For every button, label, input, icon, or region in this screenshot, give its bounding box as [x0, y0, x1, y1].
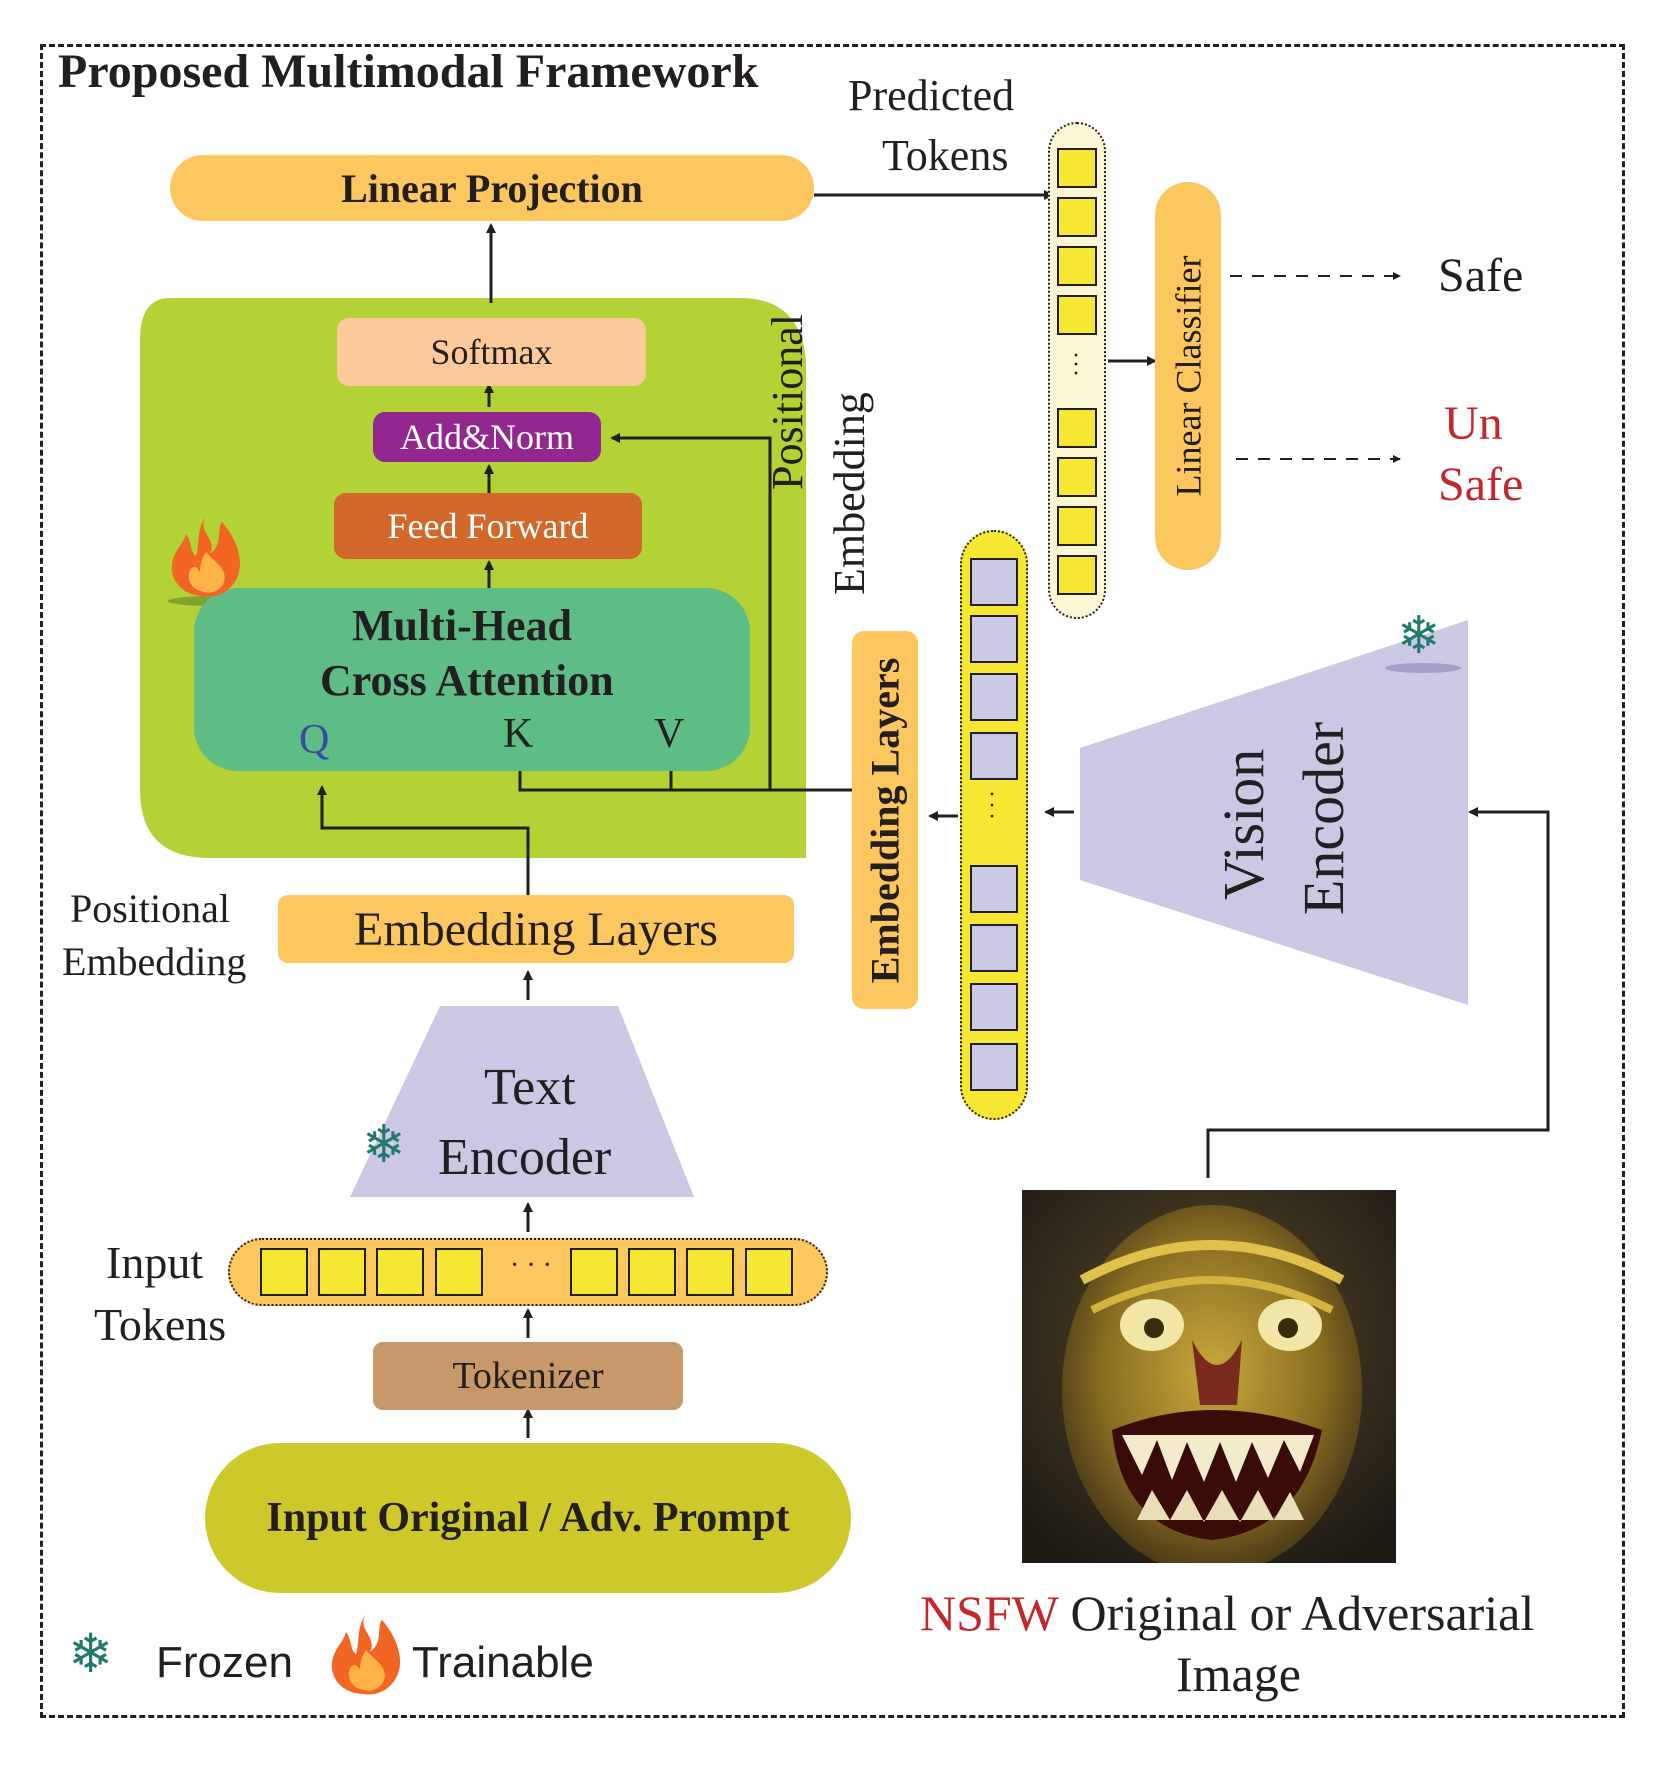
softmax-block: Softmax	[337, 318, 646, 386]
trainable-flame-icon	[171, 516, 241, 597]
unsafe-output-label-2: Safe	[1438, 458, 1524, 511]
nsfw-highlight: NSFW	[920, 1585, 1059, 1641]
input-token	[260, 1248, 308, 1296]
tokenizer-block: Tokenizer	[373, 1342, 683, 1410]
query-label: Q	[299, 717, 330, 763]
input-prompt-block: Input Original / Adv. Prompt	[205, 1443, 851, 1593]
positional-embedding-left-2: Embedding	[62, 939, 247, 984]
image-caption-line-1: NSFW Original or Adversarial	[920, 1584, 1534, 1642]
linear-classifier-block: Linear Classifier	[1155, 182, 1221, 570]
cross-attention-block	[194, 588, 750, 771]
nsfw-input-image	[1022, 1190, 1396, 1563]
input-token	[376, 1248, 424, 1296]
tokenizer-label: Tokenizer	[452, 1355, 604, 1397]
predicted-token	[1057, 506, 1097, 546]
vision-encoder-shape	[1080, 620, 1468, 1005]
input-token	[686, 1248, 734, 1296]
predicted-token	[1057, 246, 1097, 286]
feed-forward-label: Feed Forward	[387, 506, 589, 546]
vision-tokens-ellipsis: ···	[988, 782, 996, 830]
linear-classifier-label: Linear Classifier	[1168, 255, 1209, 497]
safe-output-label: Safe	[1438, 249, 1524, 302]
embedding-layers-label: Embedding Layers	[354, 902, 718, 956]
attention-label-1: Multi-Head	[352, 601, 572, 650]
legend-frozen-icon: ❄	[68, 1624, 114, 1684]
key-label: K	[503, 711, 534, 757]
vision-token	[970, 615, 1018, 663]
image-caption-line-2: Image	[1176, 1646, 1301, 1702]
predicted-token	[1057, 295, 1097, 335]
linear-projection-block: Linear Projection	[170, 155, 814, 221]
input-tokens-ellipsis: · · ·	[510, 1250, 552, 1281]
vision-encoder-label-2: Encoder	[1291, 721, 1356, 915]
softmax-label: Softmax	[430, 332, 553, 372]
legend-trainable-icon	[331, 1614, 401, 1695]
value-label: V	[654, 711, 685, 757]
input-token	[318, 1248, 366, 1296]
legend-trainable-label: Trainable	[412, 1638, 594, 1687]
input-token	[570, 1248, 618, 1296]
predicted-token	[1057, 408, 1097, 448]
positional-embedding-vertical-2: Embedding	[825, 392, 874, 595]
input-tokens-label-2: Tokens	[94, 1299, 227, 1350]
vision-token	[970, 924, 1018, 972]
unsafe-output-label-1: Un	[1444, 397, 1503, 450]
linear-projection-label: Linear Projection	[341, 165, 643, 211]
feed-forward-block: Feed Forward	[334, 493, 642, 559]
vision-token	[970, 558, 1018, 606]
positional-embedding-left-1: Positional	[70, 886, 231, 931]
predicted-token	[1057, 197, 1097, 237]
embedding-layers-block: Embedding Layers	[278, 895, 794, 963]
vision-token	[970, 1043, 1018, 1091]
attention-label-2: Cross Attention	[320, 656, 614, 705]
legend-frozen-label: Frozen	[156, 1638, 293, 1687]
text-encoder-label-2: Encoder	[438, 1129, 612, 1186]
predicted-token	[1057, 148, 1097, 188]
predicted-tokens-ellipsis: ···	[1072, 343, 1080, 387]
input-token	[745, 1248, 793, 1296]
vision-encoder-label-1: Vision	[1211, 748, 1276, 900]
add-norm-block: Add&Norm	[373, 412, 601, 462]
vision-token	[970, 865, 1018, 913]
text-encoder-frozen-icon: ❄	[362, 1117, 406, 1174]
predicted-tokens-label-2: Tokens	[882, 131, 1009, 180]
embedding-layers-vertical-label: Embedding Layers	[862, 657, 908, 983]
predicted-tokens-label-1: Predicted	[848, 71, 1015, 120]
vision-token	[970, 732, 1018, 780]
input-tokens-label-1: Input	[106, 1237, 204, 1288]
embedding-layers-vertical-block: Embedding Layers	[852, 631, 918, 1009]
input-prompt-label: Input Original / Adv. Prompt	[266, 1495, 790, 1541]
vision-token	[970, 983, 1018, 1031]
vision-token	[970, 673, 1018, 721]
predicted-token	[1057, 457, 1097, 497]
text-encoder-label-1: Text	[484, 1059, 576, 1116]
positional-embedding-vertical-1: Positional	[763, 313, 812, 490]
framework-frame	[40, 44, 1625, 1718]
add-norm-label: Add&Norm	[400, 417, 574, 457]
input-token	[435, 1248, 483, 1296]
text-encoder-shape	[350, 1006, 694, 1197]
input-token	[628, 1248, 676, 1296]
image-caption-rest: Original or Adversarial	[1058, 1585, 1535, 1641]
diagram-title: Proposed Multimodal Framework	[58, 45, 759, 98]
vision-encoder-frozen-icon: ❄	[1397, 608, 1441, 665]
predicted-token	[1057, 555, 1097, 595]
